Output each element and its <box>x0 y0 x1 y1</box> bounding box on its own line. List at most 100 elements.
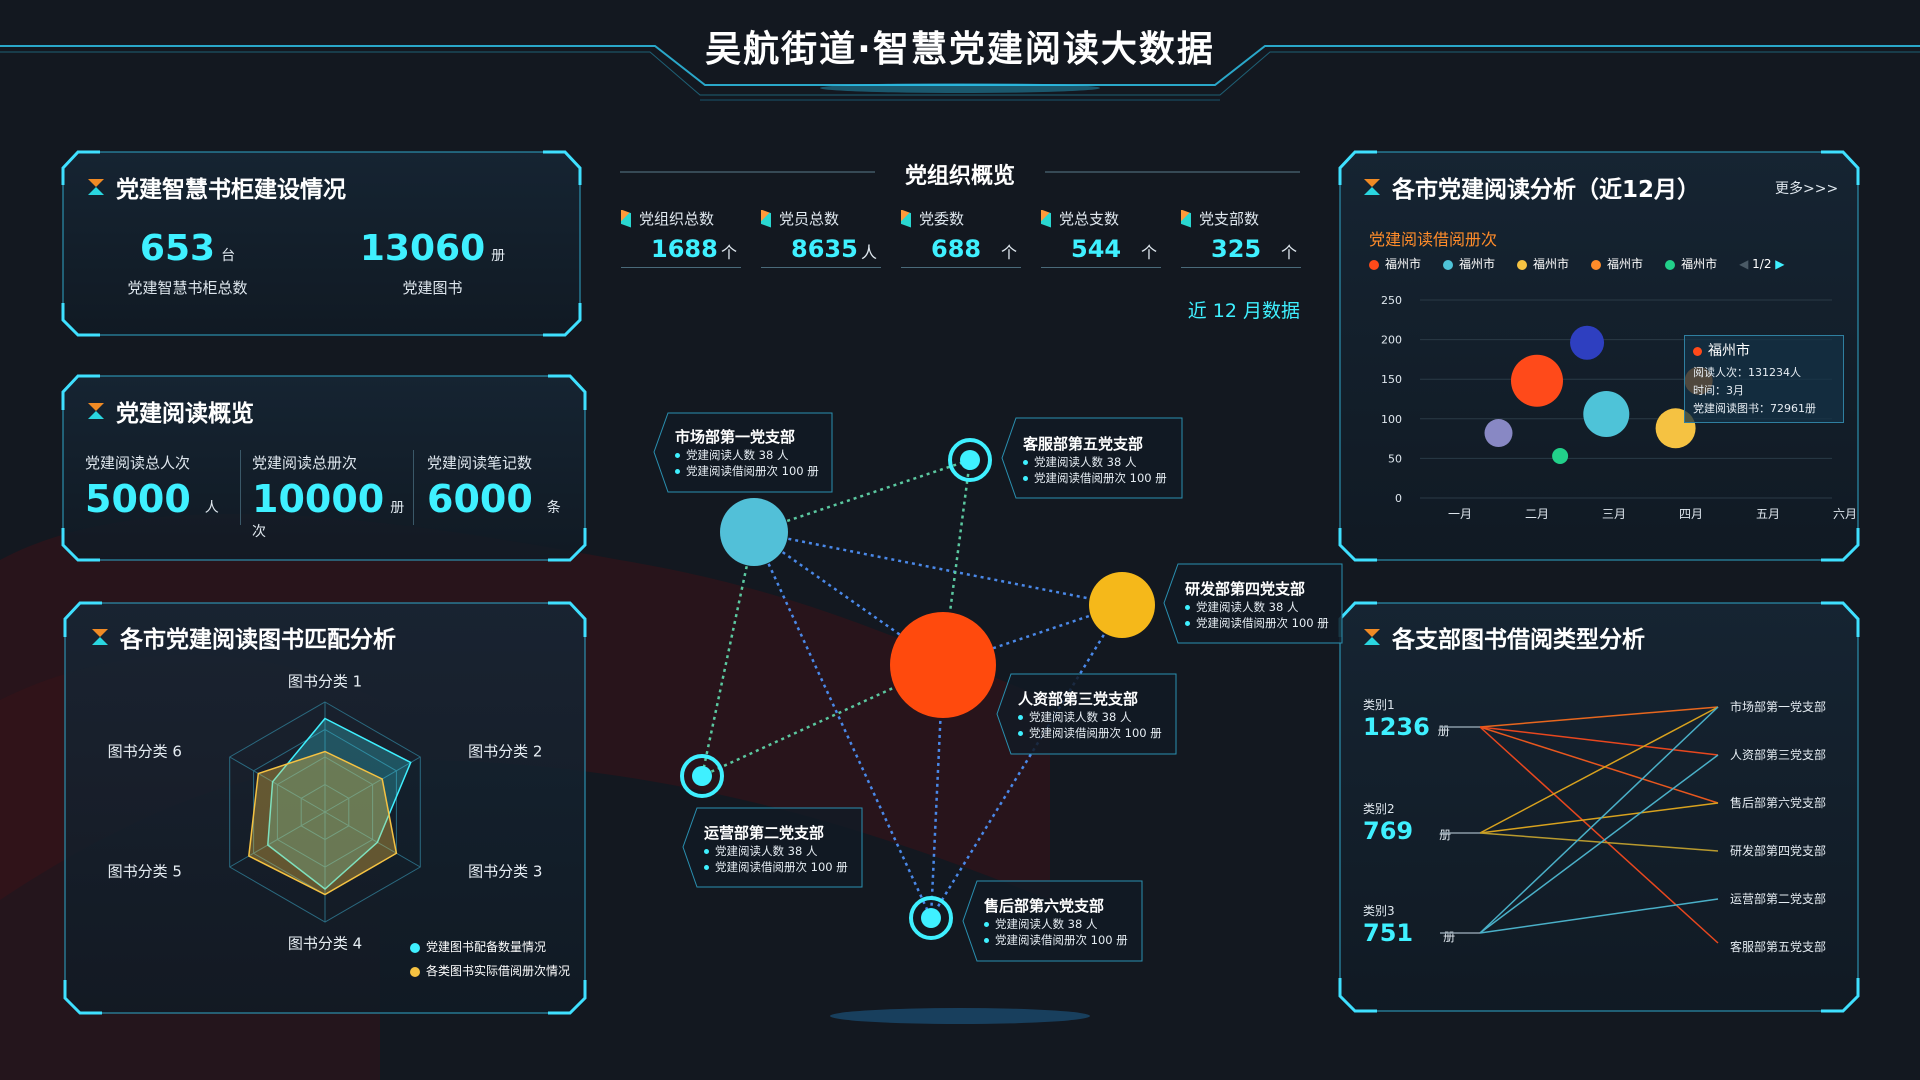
hourglass-icon <box>1364 179 1380 195</box>
panel4-title: 各市党建阅读分析（近12月） <box>1362 170 1700 204</box>
node-label-hr[interactable]: 人资部第三党支部 党建阅读人数 38 人 党建阅读借阅册次 100 册 <box>1018 690 1162 740</box>
radar-axis <box>324 811 421 868</box>
panel3-title: 各市党建阅读图书匹配分析 <box>90 620 396 654</box>
y-tick-label: 100 <box>1381 413 1402 426</box>
flag-icon <box>621 209 631 228</box>
flag-icon <box>901 209 911 228</box>
branch-label: 售后部第六党支部 <box>1730 796 1827 810</box>
page-title: 吴航街道·智慧党建阅读大数据 <box>705 29 1215 70</box>
center-title: 党组织概览 <box>904 164 1015 189</box>
scatter-point[interactable] <box>1570 325 1605 360</box>
x-tick-label: 六月 <box>1833 507 1857 521</box>
node-ops <box>680 754 724 798</box>
center-title-lines <box>620 171 1300 173</box>
radar-axis-label: 图书分类 5 <box>108 863 182 881</box>
legend-item[interactable]: 党建图书配备数量情况 <box>410 935 570 959</box>
radar-axis-label: 图书分类 6 <box>108 743 182 761</box>
node-label-market[interactable]: 市场部第一党支部 党建阅读人数 38 人 党建阅读借阅册次 100 册 <box>675 428 819 478</box>
legend-item[interactable]: 福州市 <box>1665 255 1717 272</box>
legend-item[interactable]: 福州市 <box>1517 255 1569 272</box>
radar-axis <box>324 756 421 813</box>
scatter-tooltip: 福州市 阅读人次：131234人 时间：3月 党建阅读图书：72961册 <box>1684 335 1844 423</box>
legend-item[interactable]: 各类图书实际借阅册次情况 <box>410 959 570 983</box>
radar-axis <box>229 811 326 868</box>
radar-axis-label: 图书分类 4 <box>288 935 362 953</box>
radar-series <box>247 750 398 896</box>
divider <box>240 450 241 525</box>
y-tick-label: 0 <box>1395 492 1402 505</box>
x-tick-label: 四月 <box>1679 507 1703 521</box>
radar-axis-label: 图书分类 2 <box>468 743 542 761</box>
scatter-point[interactable] <box>1583 391 1630 438</box>
radar-series <box>267 717 412 890</box>
flag-icon <box>1041 209 1051 228</box>
radar-chart: 图书分类 1 图书分类 2 图书分类 3 图书分类 4 图书分类 5 图书分类 6 <box>108 673 543 953</box>
node-label-ops[interactable]: 运营部第二党支部 党建阅读人数 38 人 党建阅读借阅册次 100 册 <box>704 824 848 874</box>
node-rd <box>1089 572 1155 638</box>
prev-icon[interactable]: ◀ <box>1739 256 1749 271</box>
node-market <box>720 498 788 566</box>
radar-axis-label: 图书分类 1 <box>288 673 362 691</box>
radar-axis-label: 图书分类 3 <box>468 863 542 881</box>
legend-item[interactable]: 福州市 <box>1591 255 1643 272</box>
x-tick-label: 一月 <box>1448 507 1472 521</box>
scatter-point[interactable] <box>1511 354 1563 407</box>
scatter-point[interactable] <box>1552 448 1569 465</box>
radar-legend: 党建图书配备数量情况 各类图书实际借阅册次情况 <box>410 935 570 983</box>
node-hr <box>890 612 996 718</box>
node-label-rd[interactable]: 研发部第四党支部 党建阅读人数 38 人 党建阅读借阅册次 100 册 <box>1185 580 1329 630</box>
panel2-title: 党建阅读概览 <box>86 394 254 428</box>
panel1-title: 党建智慧书柜建设情况 <box>86 170 346 204</box>
node-aftersales <box>909 896 953 940</box>
next-icon[interactable]: ▶ <box>1775 256 1785 271</box>
node-service <box>948 438 992 482</box>
branch-label: 人资部第三党支部 <box>1730 748 1827 762</box>
y-tick-label: 250 <box>1381 294 1402 307</box>
node-label-aftersales[interactable]: 售后部第六党支部 党建阅读人数 38 人 党建阅读借阅册次 100 册 <box>984 897 1128 947</box>
branch-label: 客服部第五党支部 <box>1730 940 1827 954</box>
flag-icon <box>1181 209 1191 228</box>
branch-label: 市场部第一党支部 <box>1730 700 1827 714</box>
x-tick-label: 五月 <box>1756 507 1780 521</box>
header-frame <box>0 45 1920 101</box>
scatter-chart: 050100150200250一月二月三月四月五月六月 <box>1381 294 1857 521</box>
scatter-point[interactable] <box>1484 419 1513 448</box>
legend-item[interactable]: 福州市 <box>1369 255 1421 272</box>
branch-label: 研发部第四党支部 <box>1730 844 1827 858</box>
divider <box>413 450 414 525</box>
branch-label: 运营部第二党支部 <box>1730 892 1827 906</box>
pager[interactable]: ◀ 1/2 ▶ <box>1739 256 1785 271</box>
y-tick-label: 50 <box>1388 452 1402 465</box>
node-label-service[interactable]: 客服部第五党支部 党建阅读人数 38 人 党建阅读借阅册次 100 册 <box>1023 435 1167 485</box>
hourglass-icon <box>1364 629 1380 645</box>
panel5-title: 各支部图书借阅类型分析 <box>1362 620 1645 654</box>
radar-axis <box>229 756 326 813</box>
x-tick-label: 二月 <box>1525 507 1549 521</box>
period-label: 近 12 月数据 <box>1187 300 1300 322</box>
hourglass-icon <box>88 179 104 195</box>
hourglass-icon <box>88 403 104 419</box>
legend-item[interactable]: 福州市 <box>1443 255 1495 272</box>
scatter-subtitle: 党建阅读借阅册次 <box>1369 230 1498 249</box>
more-link[interactable]: 更多>>> <box>1775 181 1839 197</box>
hourglass-icon <box>92 629 108 645</box>
scatter-legend: 福州市 福州市 福州市 福州市 福州市 ◀ 1/2 ▶ <box>1369 255 1785 272</box>
y-tick-label: 200 <box>1381 334 1402 347</box>
flag-icon <box>761 209 771 228</box>
y-tick-label: 150 <box>1381 373 1402 386</box>
